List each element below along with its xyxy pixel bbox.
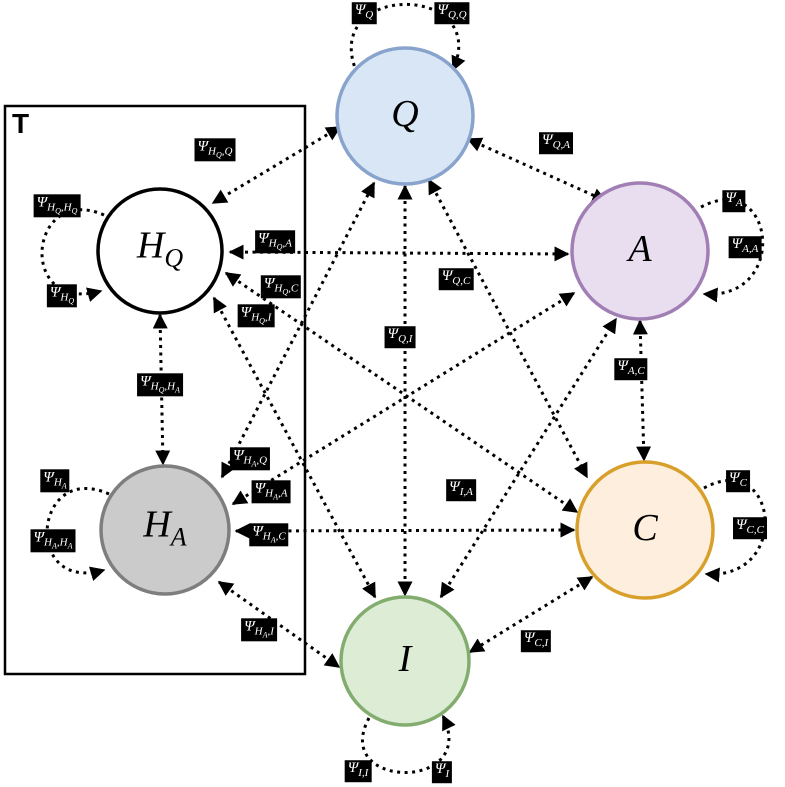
self-loop-A	[700, 198, 765, 303]
node-I	[339, 595, 471, 727]
edge-HQ-HA	[152, 313, 171, 466]
node-A	[570, 181, 710, 321]
edge-I-A	[439, 317, 618, 599]
self-loop-HQ	[40, 208, 105, 302]
node-HA	[99, 464, 231, 596]
node-C	[575, 460, 715, 600]
self-loop-HA	[45, 486, 110, 581]
edge-HQ-A	[228, 244, 570, 262]
edge-Q-C	[427, 178, 589, 479]
node-HQ	[96, 187, 224, 315]
edge-HA-C	[234, 522, 576, 539]
edge-HQ-I	[212, 296, 377, 599]
self-loop-Q	[349, 2, 466, 74]
edge-HA-I	[217, 580, 341, 669]
edge-Q-A	[466, 137, 608, 203]
edge-C-I	[468, 575, 594, 654]
edge-HA-Q	[220, 181, 376, 479]
node-Q	[335, 46, 475, 186]
edge-HQ-Q	[211, 125, 342, 205]
self-loop-I	[360, 714, 456, 774]
edge-A-C	[632, 319, 652, 462]
